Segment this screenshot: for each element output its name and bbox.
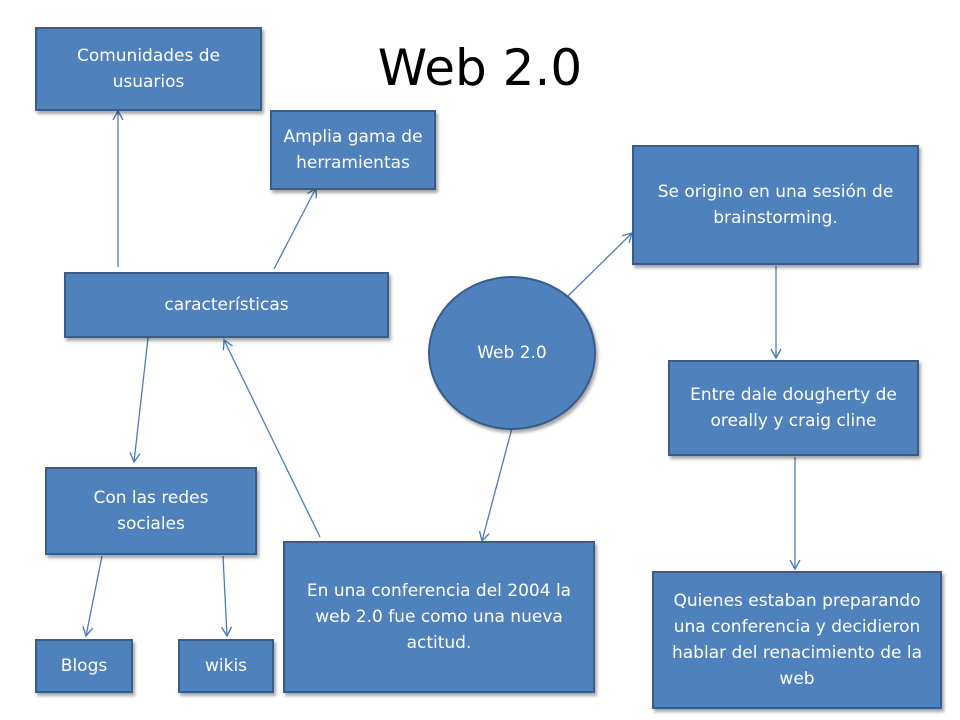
node-blogs-label: Blogs [60,656,108,676]
node-caracteristicas: características [64,272,389,338]
node-dougherty-label: Entre dale dougherty de oreally y craig … [690,385,897,431]
node-amplia: Amplia gama de herramientas [270,110,436,190]
node-center-label: Web 2.0 [477,343,547,363]
arrow-caracteristicas-to-amplia [273,186,317,270]
node-amplia-label: Amplia gama de herramientas [283,127,423,173]
node-redes: Con las redes sociales [45,467,257,555]
node-quienes: Quienes estaban preparando una conferenc… [652,571,942,709]
arrow-redes-to-blogs [82,555,103,638]
node-quienes-label: Quienes estaban preparando una conferenc… [671,591,922,689]
arrow-conferencia-to-caracteristicas [222,338,321,538]
node-brainstorming-label: Se origino en una sesión de brainstormin… [657,182,894,228]
node-brainstorming: Se origino en una sesión de brainstormin… [632,145,919,265]
node-wikis-label: wikis [204,656,248,676]
node-comunidades-label: Comunidades de usuarios [76,46,221,92]
node-caracteristicas-label: características [164,295,289,315]
node-conferencia: En una conferencia del 2004 la web 2.0 f… [283,541,595,693]
node-redes-label: Con las redes sociales [93,488,209,534]
node-dougherty: Entre dale dougherty de oreally y craig … [668,360,919,456]
arrow-redes-to-wikis [220,555,233,638]
node-comunidades: Comunidades de usuarios [35,27,262,111]
node-wikis: wikis [178,639,274,693]
arrow-caracteristicas-to-redes [129,337,149,464]
node-conferencia-label: En una conferencia del 2004 la web 2.0 f… [306,581,572,653]
arrow-center-to-brainstorming [567,231,634,297]
node-center: Web 2.0 [428,276,596,430]
page-title: Web 2.0 [377,39,583,97]
arrow-center-to-conferencia [478,427,513,543]
node-blogs: Blogs [35,639,133,693]
